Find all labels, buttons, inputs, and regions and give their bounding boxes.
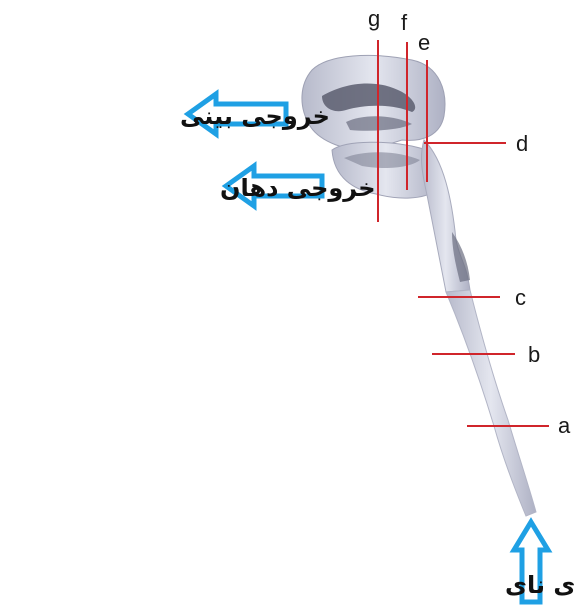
section-label-e: e [418, 30, 430, 55]
trachea [445, 289, 537, 517]
section-label-d: d [516, 131, 528, 156]
mouth-outlet-arrow [221, 161, 325, 211]
trachea-inlet-arrow [509, 517, 553, 605]
trachea-inlet-label: ورودی نای [505, 571, 574, 599]
nasal-turbinate [322, 83, 416, 112]
airway-model [301, 54, 537, 517]
larynx-shadow [452, 232, 470, 282]
section-lines [377, 40, 549, 427]
oral-shadow [344, 152, 420, 168]
section-label-a: a [558, 413, 571, 438]
nose-outlet-arrow [183, 89, 289, 139]
mouth-outlet-label: خروجی دهان [220, 174, 376, 202]
section-label-b: b [528, 342, 540, 367]
nose-outlet-label: خروجی بینی [180, 102, 330, 130]
section-label-f: f [401, 10, 408, 35]
section-label-c: c [515, 285, 526, 310]
section-label-g: g [368, 6, 380, 31]
